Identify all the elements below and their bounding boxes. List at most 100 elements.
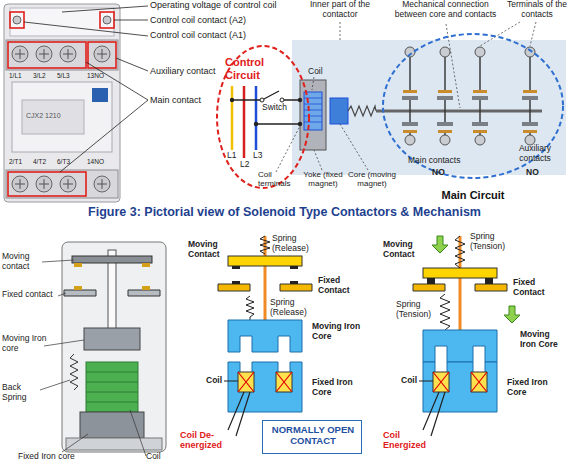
part-label: Coil bbox=[401, 376, 417, 386]
coil bbox=[238, 372, 292, 392]
part-label: Fixed Iron core bbox=[18, 452, 75, 462]
moving-core bbox=[330, 98, 348, 124]
part-label: Moving Contact bbox=[383, 240, 423, 260]
fixed-contact bbox=[413, 284, 507, 291]
part-label: Spring (Release) bbox=[270, 298, 320, 318]
part-label: Fixed Iron Core bbox=[312, 378, 364, 398]
mechanical-link bbox=[376, 110, 542, 113]
leader-lines bbox=[24, 6, 148, 172]
terminal bbox=[440, 135, 450, 145]
contact-tips bbox=[427, 278, 493, 284]
moving-iron-core bbox=[423, 330, 497, 362]
base bbox=[66, 438, 162, 450]
coil-wires bbox=[224, 381, 250, 436]
moving-contacts bbox=[402, 96, 538, 126]
part-label: Control coil contact (A2) bbox=[150, 15, 246, 25]
housing bbox=[62, 242, 166, 452]
tension-spring bbox=[440, 294, 450, 330]
contactor-cutaway bbox=[40, 242, 166, 456]
moving-contact bbox=[423, 268, 497, 278]
part-label: Moving Contact bbox=[188, 240, 228, 260]
junction-dot bbox=[230, 98, 234, 102]
moving-contact bbox=[72, 256, 152, 263]
part-label: Coil bbox=[308, 67, 323, 77]
release-spring bbox=[260, 236, 270, 254]
back-spring bbox=[70, 354, 78, 390]
main-contact-box bbox=[8, 172, 86, 196]
part-label: NO bbox=[432, 168, 445, 178]
control-wiring bbox=[232, 91, 300, 124]
coil-contact-box bbox=[100, 12, 114, 28]
contactor-schematic bbox=[230, 22, 566, 175]
coil-contact-box bbox=[10, 12, 24, 28]
part-label: CJX2 1210 bbox=[26, 112, 61, 120]
leader-lines bbox=[40, 260, 146, 456]
part-label: Coil De-energized bbox=[180, 430, 242, 451]
phase-wire bbox=[231, 86, 234, 150]
part-label: Core (moving magnet) bbox=[346, 170, 398, 188]
part-label: Moving Iron Core bbox=[520, 330, 568, 350]
part-label: Coil bbox=[206, 376, 222, 386]
terminal-label: 1/L1 bbox=[9, 72, 22, 79]
part-label: Main contact bbox=[150, 95, 201, 105]
main-contact-box bbox=[8, 42, 86, 68]
part-label: L2 bbox=[240, 160, 249, 170]
badge bbox=[92, 88, 108, 102]
node-title: NORMALLY OPEN CONTACT bbox=[263, 425, 363, 447]
part-label: NO bbox=[526, 168, 539, 178]
phase-wire bbox=[243, 86, 246, 158]
screw bbox=[103, 16, 111, 24]
release-spring bbox=[246, 296, 254, 320]
terminal-label: 4/T2 bbox=[33, 158, 46, 165]
phase-wire bbox=[255, 86, 258, 150]
part-label: Fixed contact bbox=[2, 290, 57, 300]
part-label: Switch bbox=[262, 103, 287, 113]
part-label: Control coil contact (A1) bbox=[150, 30, 246, 40]
screw-slots bbox=[15, 49, 107, 189]
dashed-ellipse bbox=[217, 46, 309, 188]
part-label: Moving Iron Core bbox=[312, 322, 364, 342]
part-label: Terminals of the contacts bbox=[506, 0, 568, 20]
coil bbox=[433, 372, 487, 392]
contactor-photo bbox=[4, 4, 148, 202]
switch-pivot bbox=[260, 98, 264, 102]
moving-iron-core bbox=[228, 320, 302, 352]
motion-arrow bbox=[432, 236, 448, 253]
terminal-label: 5/L3 bbox=[57, 72, 70, 79]
terminal bbox=[475, 135, 485, 145]
coil-winding bbox=[304, 92, 322, 130]
fixed-contact bbox=[218, 284, 312, 291]
part-label: Coil bbox=[146, 452, 161, 462]
part-label: Fixed Contact bbox=[318, 276, 358, 296]
part-label: Fixed Iron Core bbox=[507, 378, 559, 398]
coil-terminal bbox=[298, 122, 302, 126]
coil-terminal bbox=[298, 98, 302, 102]
contactor-inner-area bbox=[292, 40, 566, 175]
terminal-label: 14NO bbox=[87, 158, 104, 165]
terminal-label: 6/T3 bbox=[57, 158, 70, 165]
coil-cross bbox=[238, 372, 292, 392]
contact-conductors bbox=[410, 57, 530, 135]
mechanism-deenergized bbox=[218, 236, 312, 436]
fixed-contacts bbox=[403, 90, 537, 133]
part-label: Inner part of the contactor bbox=[296, 0, 384, 20]
contact-tips bbox=[232, 266, 298, 284]
part-label: Spring (Tension) bbox=[470, 232, 520, 252]
contact-terminals bbox=[405, 47, 535, 145]
terminal bbox=[525, 47, 535, 57]
part-label: Spring (Release) bbox=[272, 234, 322, 254]
tension-spring bbox=[455, 236, 465, 268]
top-terminal-block bbox=[6, 40, 118, 70]
state-label-box: NORMALLY OPEN CONTACT bbox=[262, 420, 362, 454]
terminal bbox=[440, 47, 450, 57]
coil bbox=[86, 362, 138, 412]
fixed-iron-core bbox=[80, 412, 144, 438]
part-label: Coil terminals bbox=[258, 170, 302, 188]
dashed-ellipse bbox=[383, 34, 563, 178]
terminal-label: 13NO bbox=[87, 72, 104, 79]
screw bbox=[13, 16, 21, 24]
part-label: L3 bbox=[253, 151, 262, 161]
part-label: Moving Iron core bbox=[2, 334, 52, 354]
control-circuit-zone: Control Circuit bbox=[215, 44, 311, 190]
